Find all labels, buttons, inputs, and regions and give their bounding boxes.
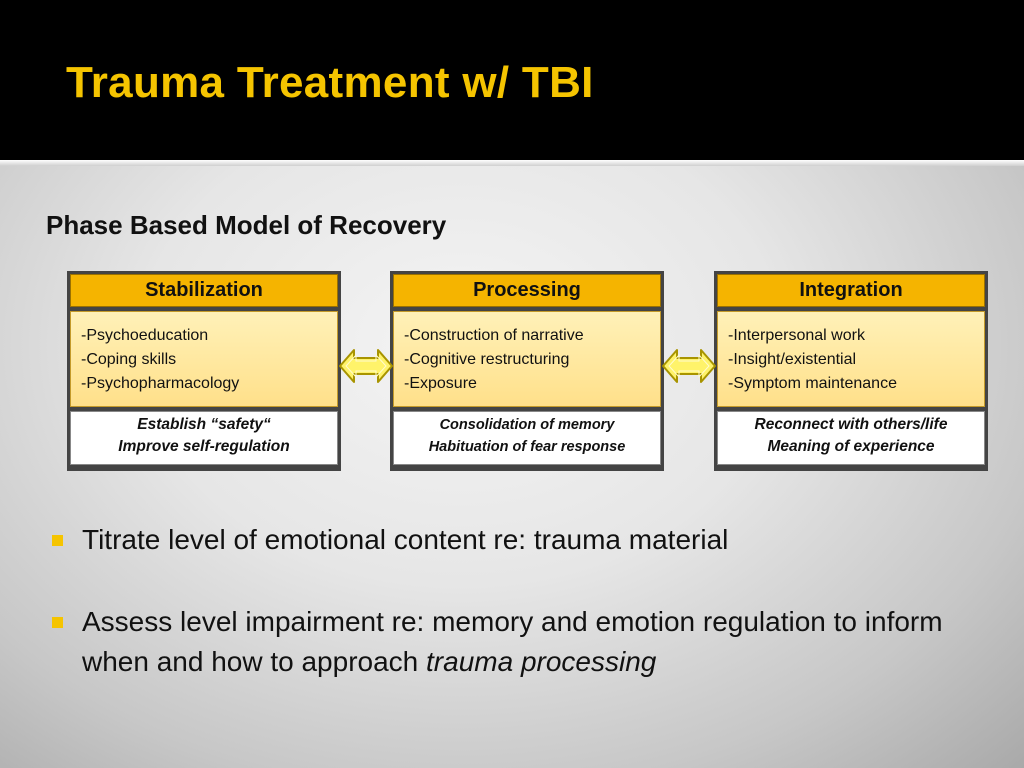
phase-techniques: -Psychoeducation -Coping skills -Psychop… xyxy=(70,311,338,407)
technique-item: -Symptom maintenance xyxy=(728,375,897,392)
phase-box-integration: Integration -Interpersonal work -Insight… xyxy=(714,271,988,471)
phase-box-processing: Processing -Construction of narrative -C… xyxy=(390,271,664,471)
title-bar: Trauma Treatment w/ TBI xyxy=(0,0,1024,160)
goal-line: Reconnect with others/life xyxy=(754,416,948,433)
bullet-emphasis: trauma processing xyxy=(426,646,657,677)
goal-line: Improve self-regulation xyxy=(118,438,290,455)
phase-goals: Establish “safety“ Improve self-regulati… xyxy=(70,411,338,465)
technique-item: -Psychopharmacology xyxy=(81,375,240,392)
technique-item: -Insight/existential xyxy=(728,351,857,368)
technique-item: -Coping skills xyxy=(81,351,177,368)
phase-header: Processing xyxy=(393,274,661,307)
phase-techniques: -Interpersonal work -Insight/existential… xyxy=(717,311,985,407)
phase-goals: Consolidation of memory Habituation of f… xyxy=(393,411,661,465)
goal-line: Meaning of experience xyxy=(767,438,935,455)
bullet-item: Assess level impairment re: memory and e… xyxy=(52,602,992,682)
phase-goals: Reconnect with others/life Meaning of ex… xyxy=(717,411,985,465)
title-divider xyxy=(0,160,1024,166)
square-bullet-icon xyxy=(52,535,63,546)
double-arrow-icon xyxy=(662,349,716,383)
bullet-text: Titrate level of emotional content re: t… xyxy=(82,524,729,555)
slide-title: Trauma Treatment w/ TBI xyxy=(66,58,594,107)
goal-line: Consolidation of memory xyxy=(439,417,615,433)
goal-line: Habituation of fear response xyxy=(428,439,626,455)
phase-box-stabilization: Stabilization -Psychoeducation -Coping s… xyxy=(67,271,341,471)
bullet-text: Assess level impairment re: memory and e… xyxy=(82,606,943,677)
slide-subtitle: Phase Based Model of Recovery xyxy=(46,210,447,240)
phase-header: Stabilization xyxy=(70,274,338,307)
bullet-item: Titrate level of emotional content re: t… xyxy=(52,520,992,560)
technique-item: -Construction of narrative xyxy=(404,327,584,344)
square-bullet-icon xyxy=(52,617,63,628)
technique-item: -Interpersonal work xyxy=(728,327,865,344)
technique-item: -Psychoeducation xyxy=(81,327,209,344)
double-arrow-icon xyxy=(339,349,393,383)
technique-item: -Cognitive restructuring xyxy=(404,351,570,368)
goal-line: Establish “safety“ xyxy=(137,416,271,433)
phase-header: Integration xyxy=(717,274,985,307)
phase-techniques: -Construction of narrative -Cognitive re… xyxy=(393,311,661,407)
bullet-list: Titrate level of emotional content re: t… xyxy=(52,520,992,682)
technique-item: -Exposure xyxy=(404,375,477,392)
